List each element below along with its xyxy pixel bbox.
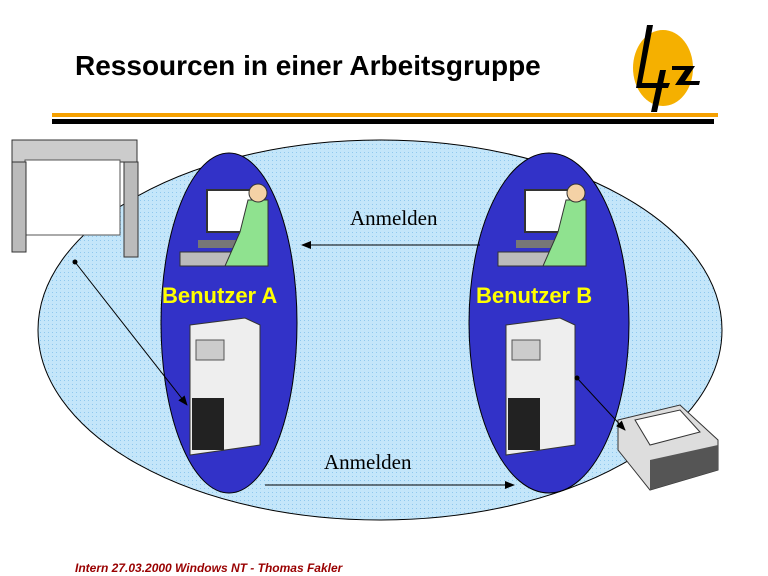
login-label-bottom: Anmelden [324, 450, 412, 474]
plotter-connection [74, 261, 188, 406]
printer-connection [576, 377, 626, 431]
login-label-top: Anmelden [350, 206, 438, 230]
server-a-icon [189, 317, 261, 456]
printer-icon [617, 404, 719, 491]
title-rule [52, 119, 714, 124]
workstation-b-icon [497, 183, 587, 267]
user-b-label: Benutzer B [476, 283, 593, 308]
plotter-icon [11, 139, 139, 258]
lrz-logo [633, 25, 700, 112]
slide-title: Ressourcen in einer Arbeitsgruppe [75, 50, 541, 81]
slide-footer: Intern 27.03.2000 Windows NT - Thomas Fa… [75, 561, 343, 575]
accent-line [52, 113, 718, 117]
user-a-label: Benutzer A [162, 283, 278, 308]
workstation-a-icon [179, 183, 269, 267]
server-b-icon [505, 317, 576, 456]
